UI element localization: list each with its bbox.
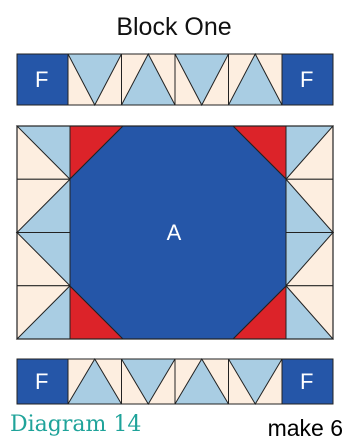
bottom-strip: F F — [16, 358, 334, 405]
top-left-corner-square — [16, 53, 69, 106]
top-strip-triangles — [67, 52, 283, 107]
top-geese-triangle — [174, 53, 230, 107]
bottom-strip-triangles — [67, 358, 283, 405]
side-columns — [15, 125, 335, 340]
bottom-geese-triangle — [120, 358, 176, 405]
center-block: A — [15, 125, 335, 340]
make-quantity-note: make 6 — [267, 415, 343, 441]
top-strip: F F — [16, 52, 334, 107]
top-geese-triangle — [67, 53, 123, 107]
center-block-outline — [16, 125, 334, 340]
bottom-left-f-label: F — [35, 369, 48, 394]
diagram-caption: Diagram 14 — [10, 412, 142, 437]
top-geese-triangle — [120, 52, 176, 106]
bottom-right-corner-square — [281, 358, 334, 405]
bottom-geese-triangle — [227, 358, 283, 405]
bottom-geese-triangle — [174, 358, 230, 405]
top-left-f-label: F — [35, 67, 48, 92]
block-title: Block One — [116, 13, 231, 41]
bottom-geese-triangle — [67, 358, 123, 405]
center-a-label: A — [167, 220, 182, 245]
top-right-f-label: F — [300, 67, 313, 92]
bottom-right-f-label: F — [300, 369, 313, 394]
bottom-left-corner-square — [16, 358, 69, 405]
top-geese-triangle — [227, 52, 283, 106]
top-right-corner-square — [281, 53, 334, 106]
